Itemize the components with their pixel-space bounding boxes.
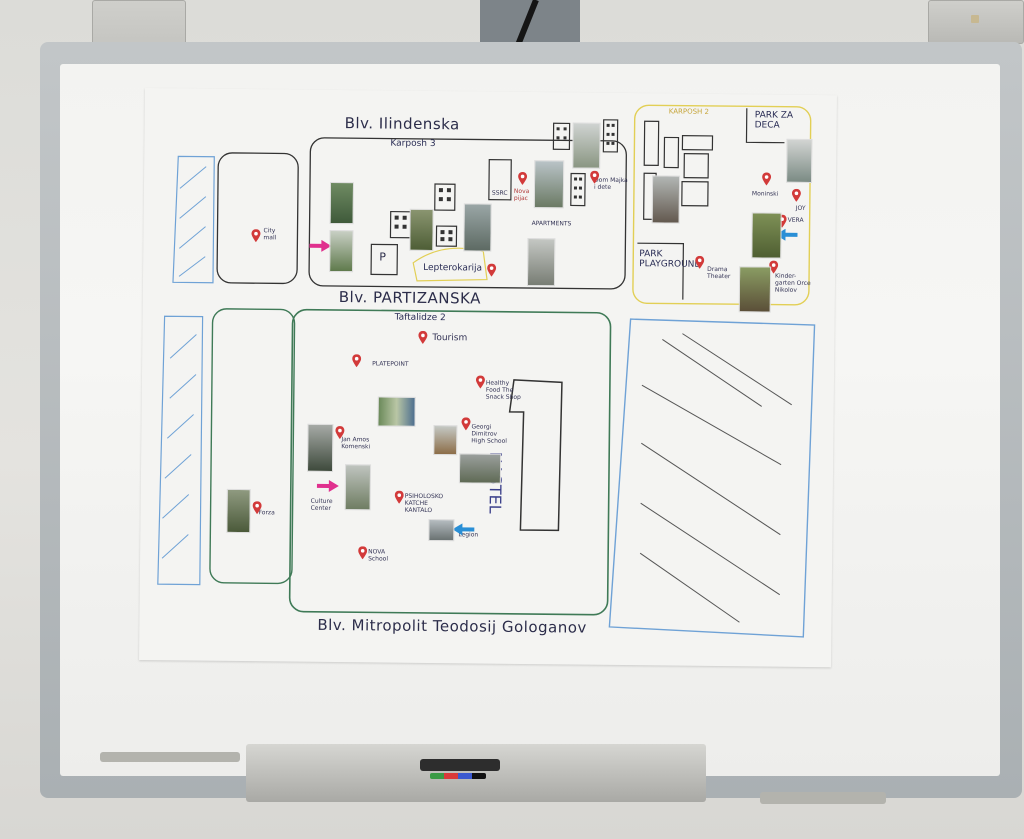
area-park-playground: PARK PLAYGROUND <box>639 249 702 270</box>
speaker-logo-icon <box>971 15 979 23</box>
arrow-right-icon <box>316 479 339 492</box>
photo-tile <box>751 212 782 259</box>
place-jan-amos: Jan Amos Komenski <box>341 436 371 451</box>
map-pin-icon <box>791 188 801 202</box>
pen-color-lights <box>430 773 486 779</box>
street-middle: Blv. PARTIZANSKA <box>338 288 482 308</box>
building-icon <box>389 210 412 239</box>
area-park-za-deca: PARK ZA DECA <box>754 110 794 131</box>
arrow-left-icon <box>452 523 475 536</box>
photo-tile <box>226 488 251 534</box>
place-vera: VERA <box>787 216 804 224</box>
area-karposh2: KARPOSH 2 <box>668 107 710 116</box>
photo-tile <box>329 229 354 273</box>
photo-tile <box>458 453 502 484</box>
place-tourism: Tourism <box>432 333 468 344</box>
map-pin-icon <box>418 330 428 344</box>
photo-tile <box>329 181 355 225</box>
photo-tile <box>738 266 772 313</box>
area-lepterokarija: Lepterokarija <box>423 262 483 274</box>
place-moninski: Moninski <box>751 190 779 198</box>
map-pin-icon <box>769 260 779 274</box>
place-platepoint: PLATEPOINT <box>372 360 409 368</box>
map-pin-icon <box>352 354 362 368</box>
right-rail <box>760 792 886 804</box>
place-kindergarten: Kinder-garten Orce Nikolov <box>774 272 811 294</box>
map-pin-icon <box>475 375 485 389</box>
area-karposh3: Karposh 3 <box>390 138 436 150</box>
map-pin-icon <box>461 417 471 431</box>
photo-tile <box>572 122 601 169</box>
map-pin-icon <box>487 263 497 277</box>
area-taftalidze2: Taftalidze 2 <box>394 312 446 324</box>
photo-tile <box>409 208 434 252</box>
place-drama-theater: Drama Theater <box>707 265 731 281</box>
place-nova-school: NOVA School <box>368 548 389 563</box>
place-city-mall: City mall <box>263 227 277 242</box>
arrow-right-icon <box>309 239 332 252</box>
place-ssrc: SSRC <box>491 189 508 197</box>
building-icon <box>435 225 458 247</box>
place-georgi: Georgi Dimitrov High School <box>471 423 507 445</box>
street-top: Blv. Ilindenska <box>344 114 460 134</box>
building-icon <box>434 183 456 211</box>
map-pin-icon <box>335 426 345 440</box>
place-healthy-food: Healthy Food The Snack Shop <box>485 379 521 401</box>
place-joy: JOY <box>795 204 806 212</box>
photo-tile <box>533 160 565 209</box>
area-parking: P <box>379 250 386 264</box>
map-pin-icon <box>252 501 262 515</box>
photo-tile <box>344 464 372 511</box>
map-pin-icon <box>695 255 705 269</box>
photo-tile <box>306 423 334 472</box>
map-pin-icon <box>251 229 261 243</box>
pen-tray-slot <box>420 759 500 771</box>
photo-tile <box>651 175 681 224</box>
photo-tile <box>526 238 556 287</box>
photo-tile <box>463 203 492 252</box>
map-poster: Blv. Ilindenska Blv. PARTIZANSKA Blv. Mi… <box>139 88 837 668</box>
map-pin-icon <box>762 172 772 186</box>
map-pin-icon <box>518 171 528 185</box>
photo-tile <box>433 425 458 456</box>
photo-tile <box>428 518 455 542</box>
map-pin-icon <box>358 546 368 560</box>
place-psiholosko: PSIHOLOSKO KATCHE KANTALO <box>404 492 444 515</box>
left-rail <box>100 752 240 762</box>
place-culture-center: Culture Center <box>310 497 333 512</box>
place-apartments: APARTMENTS <box>531 220 572 228</box>
map-pin-icon <box>394 490 404 504</box>
photo-tile <box>377 396 416 427</box>
photo-tile <box>786 138 813 183</box>
building-icon <box>552 122 571 151</box>
street-bottom: Blv. Mitropolit Teodosij Gologanov <box>317 615 587 637</box>
map-outlines <box>157 104 816 638</box>
map-pin-icon <box>590 170 600 184</box>
building-icon <box>570 172 586 207</box>
building-icon <box>602 119 619 153</box>
right-speaker <box>928 0 1024 44</box>
